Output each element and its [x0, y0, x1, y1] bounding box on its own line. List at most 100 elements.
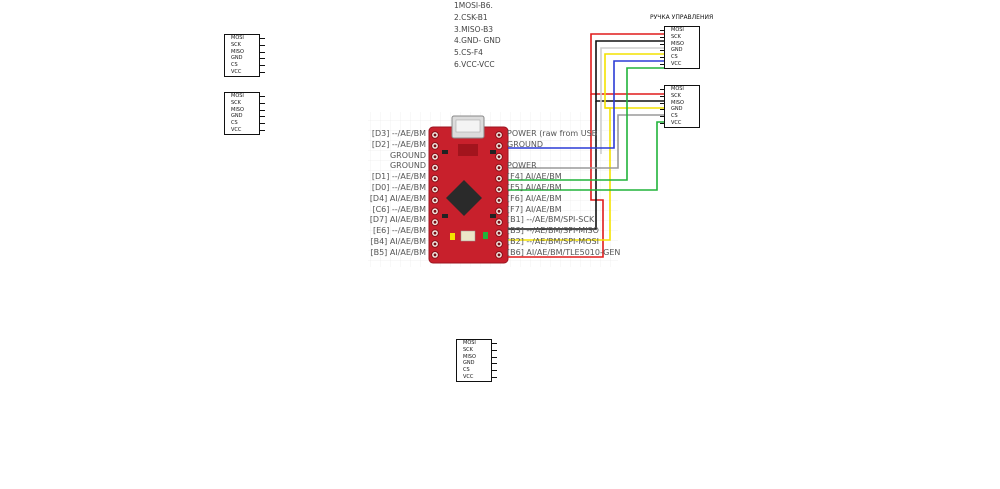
wire-blue: [508, 60, 666, 149]
pad-hole: [497, 209, 501, 213]
board-pin-label: [B6] AI/AE/BM/TLE5010-GEN: [507, 247, 621, 257]
sensor-module-3[interactable]: MOSI SCK MISO GND CS VCC: [456, 339, 497, 382]
control-module-2[interactable]: MOSI SCK MISO GND CS VCC: [660, 85, 700, 128]
board-pin-label: [D3] --/AE/BM: [371, 129, 426, 138]
wiring-notes: 1MOSI-B6. 2.CSK-B1 3.MISO-B3 4.GND- GND …: [454, 0, 501, 71]
board-pin-label: [C6] --/AE/BM: [372, 204, 426, 214]
board-pin-label: [D7] AI/AE/BM: [369, 215, 426, 225]
pin-label: SCK: [660, 34, 699, 41]
pin-label: GND: [660, 106, 699, 113]
pin-label: VCC: [660, 120, 699, 127]
pad-hole: [433, 133, 437, 137]
board-pin-label: [F6] AI/AE/BM: [507, 193, 562, 203]
board-pin-label: [F4] AI/AE/BM: [507, 172, 562, 182]
pad-hole: [433, 209, 437, 213]
pin-label: MISO: [660, 100, 699, 107]
pin-label: MISO: [225, 107, 265, 114]
pin-label: CS: [457, 367, 497, 374]
pin-label: MOSI: [457, 340, 497, 347]
pin-label: VCC: [457, 374, 497, 381]
pad-hole: [497, 155, 501, 159]
pin-label: VCC: [225, 127, 265, 134]
pad-hole: [433, 199, 437, 202]
board-pin-label: [F5] AI/AE/BM: [507, 182, 562, 192]
pad-hole: [497, 133, 501, 137]
note-line: 4.GND- GND: [454, 36, 501, 46]
control-module-1[interactable]: MOSI SCK MISO GND CS VCC: [660, 26, 700, 69]
board-pin-label: GROUND: [389, 150, 426, 160]
pin-label: GND: [660, 47, 699, 54]
board-pin-label: POWER (raw from USB: [507, 129, 598, 138]
pad-hole: [497, 188, 501, 191]
board-pin-label: [B3] --/AE/BM/SPI-MISO: [507, 226, 599, 236]
pad-hole: [497, 231, 501, 235]
pin-label: MOSI: [225, 35, 265, 42]
pad-hole: [433, 177, 437, 181]
board-pin-label: [507, 151, 620, 162]
pad-hole: [497, 220, 501, 224]
pad-hole: [433, 166, 437, 170]
wire-yellow: [604, 53, 666, 109]
pin-label: GND: [225, 113, 265, 120]
pro-micro-board: [428, 115, 509, 264]
pin-label: SCK: [457, 347, 497, 354]
board-pin-label: GROUND: [389, 161, 426, 171]
board-pin-label: [B2] --/AE/BM/SPI-MOSI: [507, 236, 599, 246]
pad-hole: [497, 177, 501, 181]
pin-label: CS: [660, 113, 699, 120]
pin-label: CS: [225, 62, 265, 69]
pin-label: MISO: [457, 354, 497, 361]
pin-label: SCK: [660, 93, 699, 100]
wire-white: [600, 47, 666, 154]
pin-label: SCK: [225, 100, 265, 107]
pin-label: MISO: [225, 49, 265, 56]
pin-label: GND: [225, 55, 265, 62]
note-line: 3.MISO-B3: [454, 24, 494, 34]
pin-label: MISO: [660, 41, 699, 48]
mcu-chip: [446, 180, 482, 216]
pad-hole: [497, 199, 501, 202]
board-pin-label: [D2] --/AE/BM: [371, 139, 426, 149]
pin-label: VCC: [225, 69, 265, 76]
sensor-module-1[interactable]: MOSI SCK MISO GND CS VCC: [224, 34, 265, 77]
note-line: 2.CSK-B1: [454, 12, 488, 22]
pad-hole: [433, 231, 437, 235]
board-pin-label: [D0] --/AE/BM: [371, 182, 426, 192]
pad-hole: [433, 253, 437, 257]
wire-gray: [508, 114, 666, 169]
pad-hole: [433, 188, 437, 191]
board-pin-label: [F7] AI/AE/BM: [507, 204, 562, 214]
pin-label: VCC: [660, 61, 699, 68]
pad-hole: [497, 144, 501, 148]
board-pin-label: [B5] AI/AE/BM: [370, 247, 426, 257]
board-pin-label: POWER: [507, 161, 537, 171]
board-pin-label: GROUND: [507, 139, 544, 149]
pin-label: MOSI: [660, 27, 699, 34]
pin-label: MOSI: [660, 86, 699, 93]
board-pin-label: [E6] --/AE/BM: [372, 226, 426, 236]
pad-hole: [497, 242, 501, 246]
board-pin-right-label-list: POWER (raw from USB GROUND POWER [F4] AI…: [507, 129, 620, 259]
pad-hole: [433, 155, 437, 159]
board-pin-left-label-list: [D3] --/AE/BM [D2] --/AE/BM GROUND GROUN…: [370, 129, 426, 259]
board-pin-label: [D1] --/AE/BM: [371, 172, 426, 182]
pin-label: CS: [225, 120, 265, 127]
note-line: 6.VCC-VCC: [454, 59, 495, 69]
pin-label: GND: [457, 360, 497, 367]
pad-hole: [433, 144, 437, 148]
pin-label: SCK: [225, 42, 265, 49]
wire-green: [508, 67, 666, 181]
pad-hole: [497, 253, 501, 257]
note-line: 5.CS-F4: [454, 48, 483, 58]
board-pin-label: [B1] --/AE/BM/SPI-SCK: [507, 215, 595, 225]
wires: [508, 33, 666, 258]
pad-hole: [497, 166, 501, 170]
panel-title: РУЧКА УПРАВЛЕНИЯ: [650, 14, 714, 21]
sensor-module-2[interactable]: MOSI SCK MISO GND CS VCC: [224, 92, 265, 135]
pad-hole: [433, 220, 437, 224]
board-pin-label: [B4] AI/AE/BM: [370, 236, 426, 246]
pad-hole: [433, 242, 437, 246]
wire-red: [590, 33, 666, 95]
